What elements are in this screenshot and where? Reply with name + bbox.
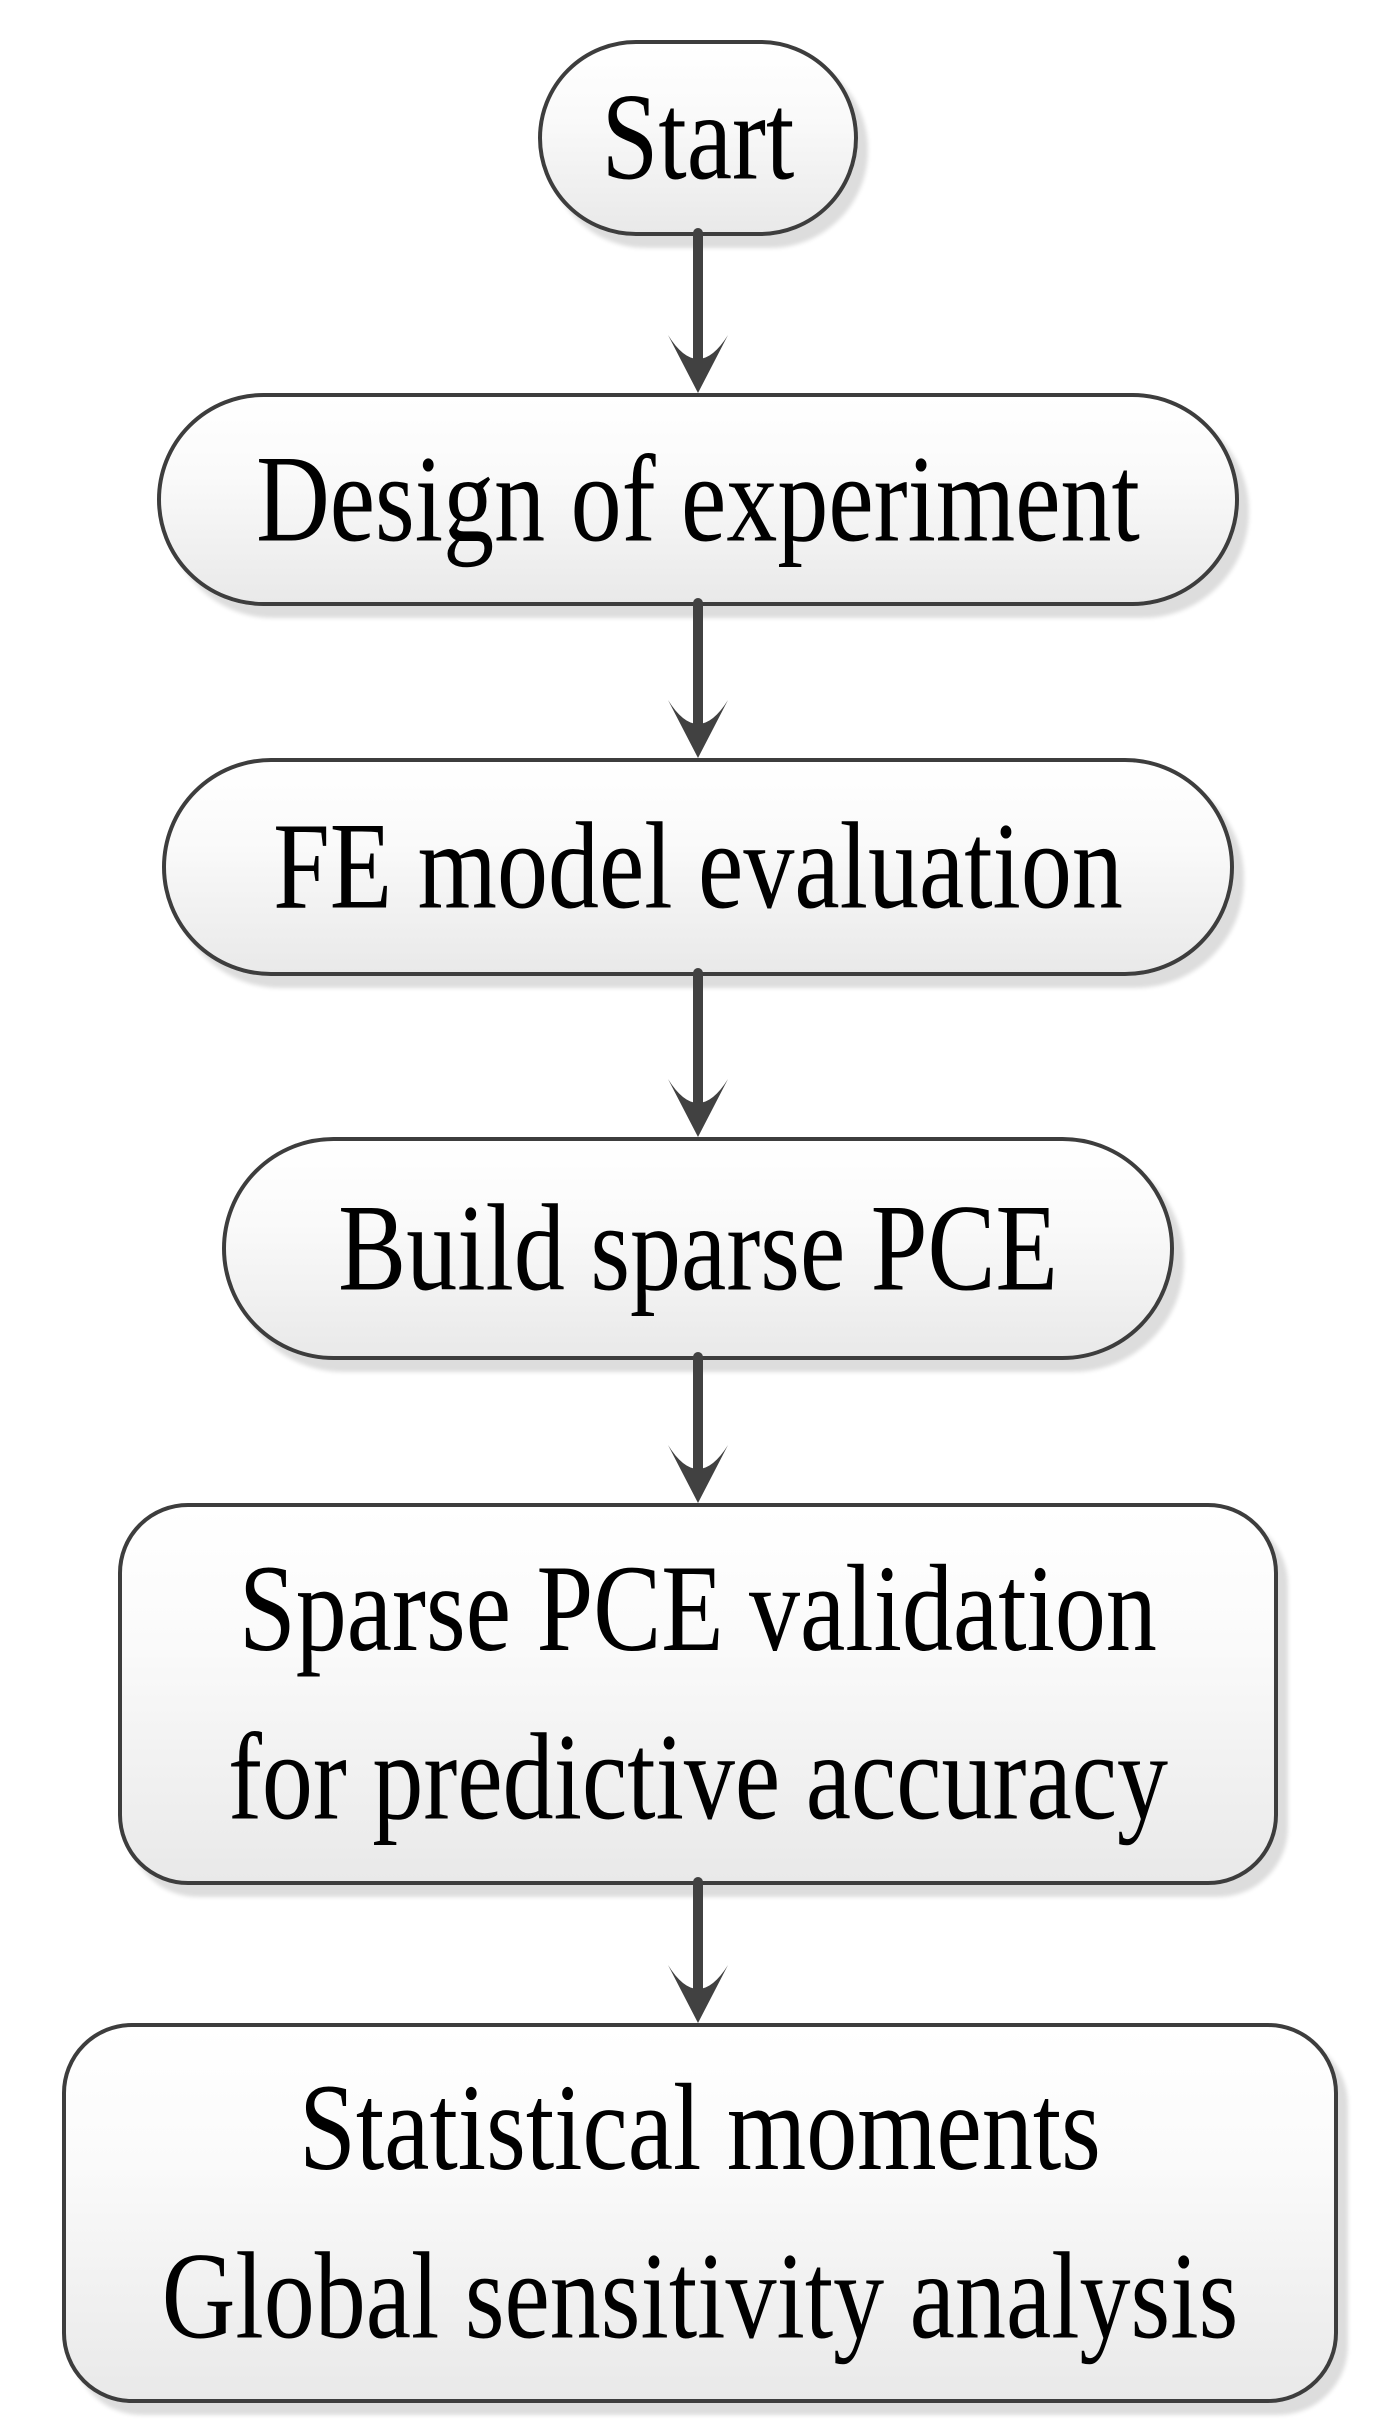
arrow-fe-model-to-build-pce (666, 968, 730, 1137)
arrowhead-icon (666, 1445, 730, 1503)
flow-node-start: Start (538, 40, 858, 236)
arrowhead-icon (666, 1965, 730, 2023)
arrow-start-to-doe (666, 228, 730, 393)
arrow-validation-to-results (666, 1877, 730, 2023)
arrow-stem (693, 228, 703, 363)
flow-node-statistical-moments: Statistical moments Global sensitivity a… (62, 2023, 1338, 2403)
node-label: FE model evaluation (273, 797, 1123, 936)
arrowhead-icon (666, 700, 730, 758)
node-label: Build sparse PCE (338, 1179, 1058, 1318)
node-label: Sparse PCE validation for predictive acc… (227, 1540, 1169, 1847)
arrow-stem (693, 968, 703, 1107)
node-label: Statistical moments Global sensitivity a… (161, 2059, 1239, 2366)
node-label: Design of experiment (256, 430, 1140, 569)
arrow-stem (693, 1877, 703, 1993)
arrow-stem (693, 1352, 703, 1473)
arrowhead-icon (666, 335, 730, 393)
arrow-doe-to-fe-model (666, 598, 730, 758)
flow-node-pce-validation: Sparse PCE validation for predictive acc… (118, 1503, 1278, 1885)
arrow-build-pce-to-validation (666, 1352, 730, 1503)
arrow-stem (693, 598, 703, 728)
node-label: Start (601, 68, 795, 207)
flow-node-design-of-experiment: Design of experiment (157, 393, 1239, 606)
arrowhead-icon (666, 1079, 730, 1137)
flow-node-fe-model-evaluation: FE model evaluation (162, 758, 1234, 976)
flow-node-build-sparse-pce: Build sparse PCE (222, 1137, 1174, 1360)
